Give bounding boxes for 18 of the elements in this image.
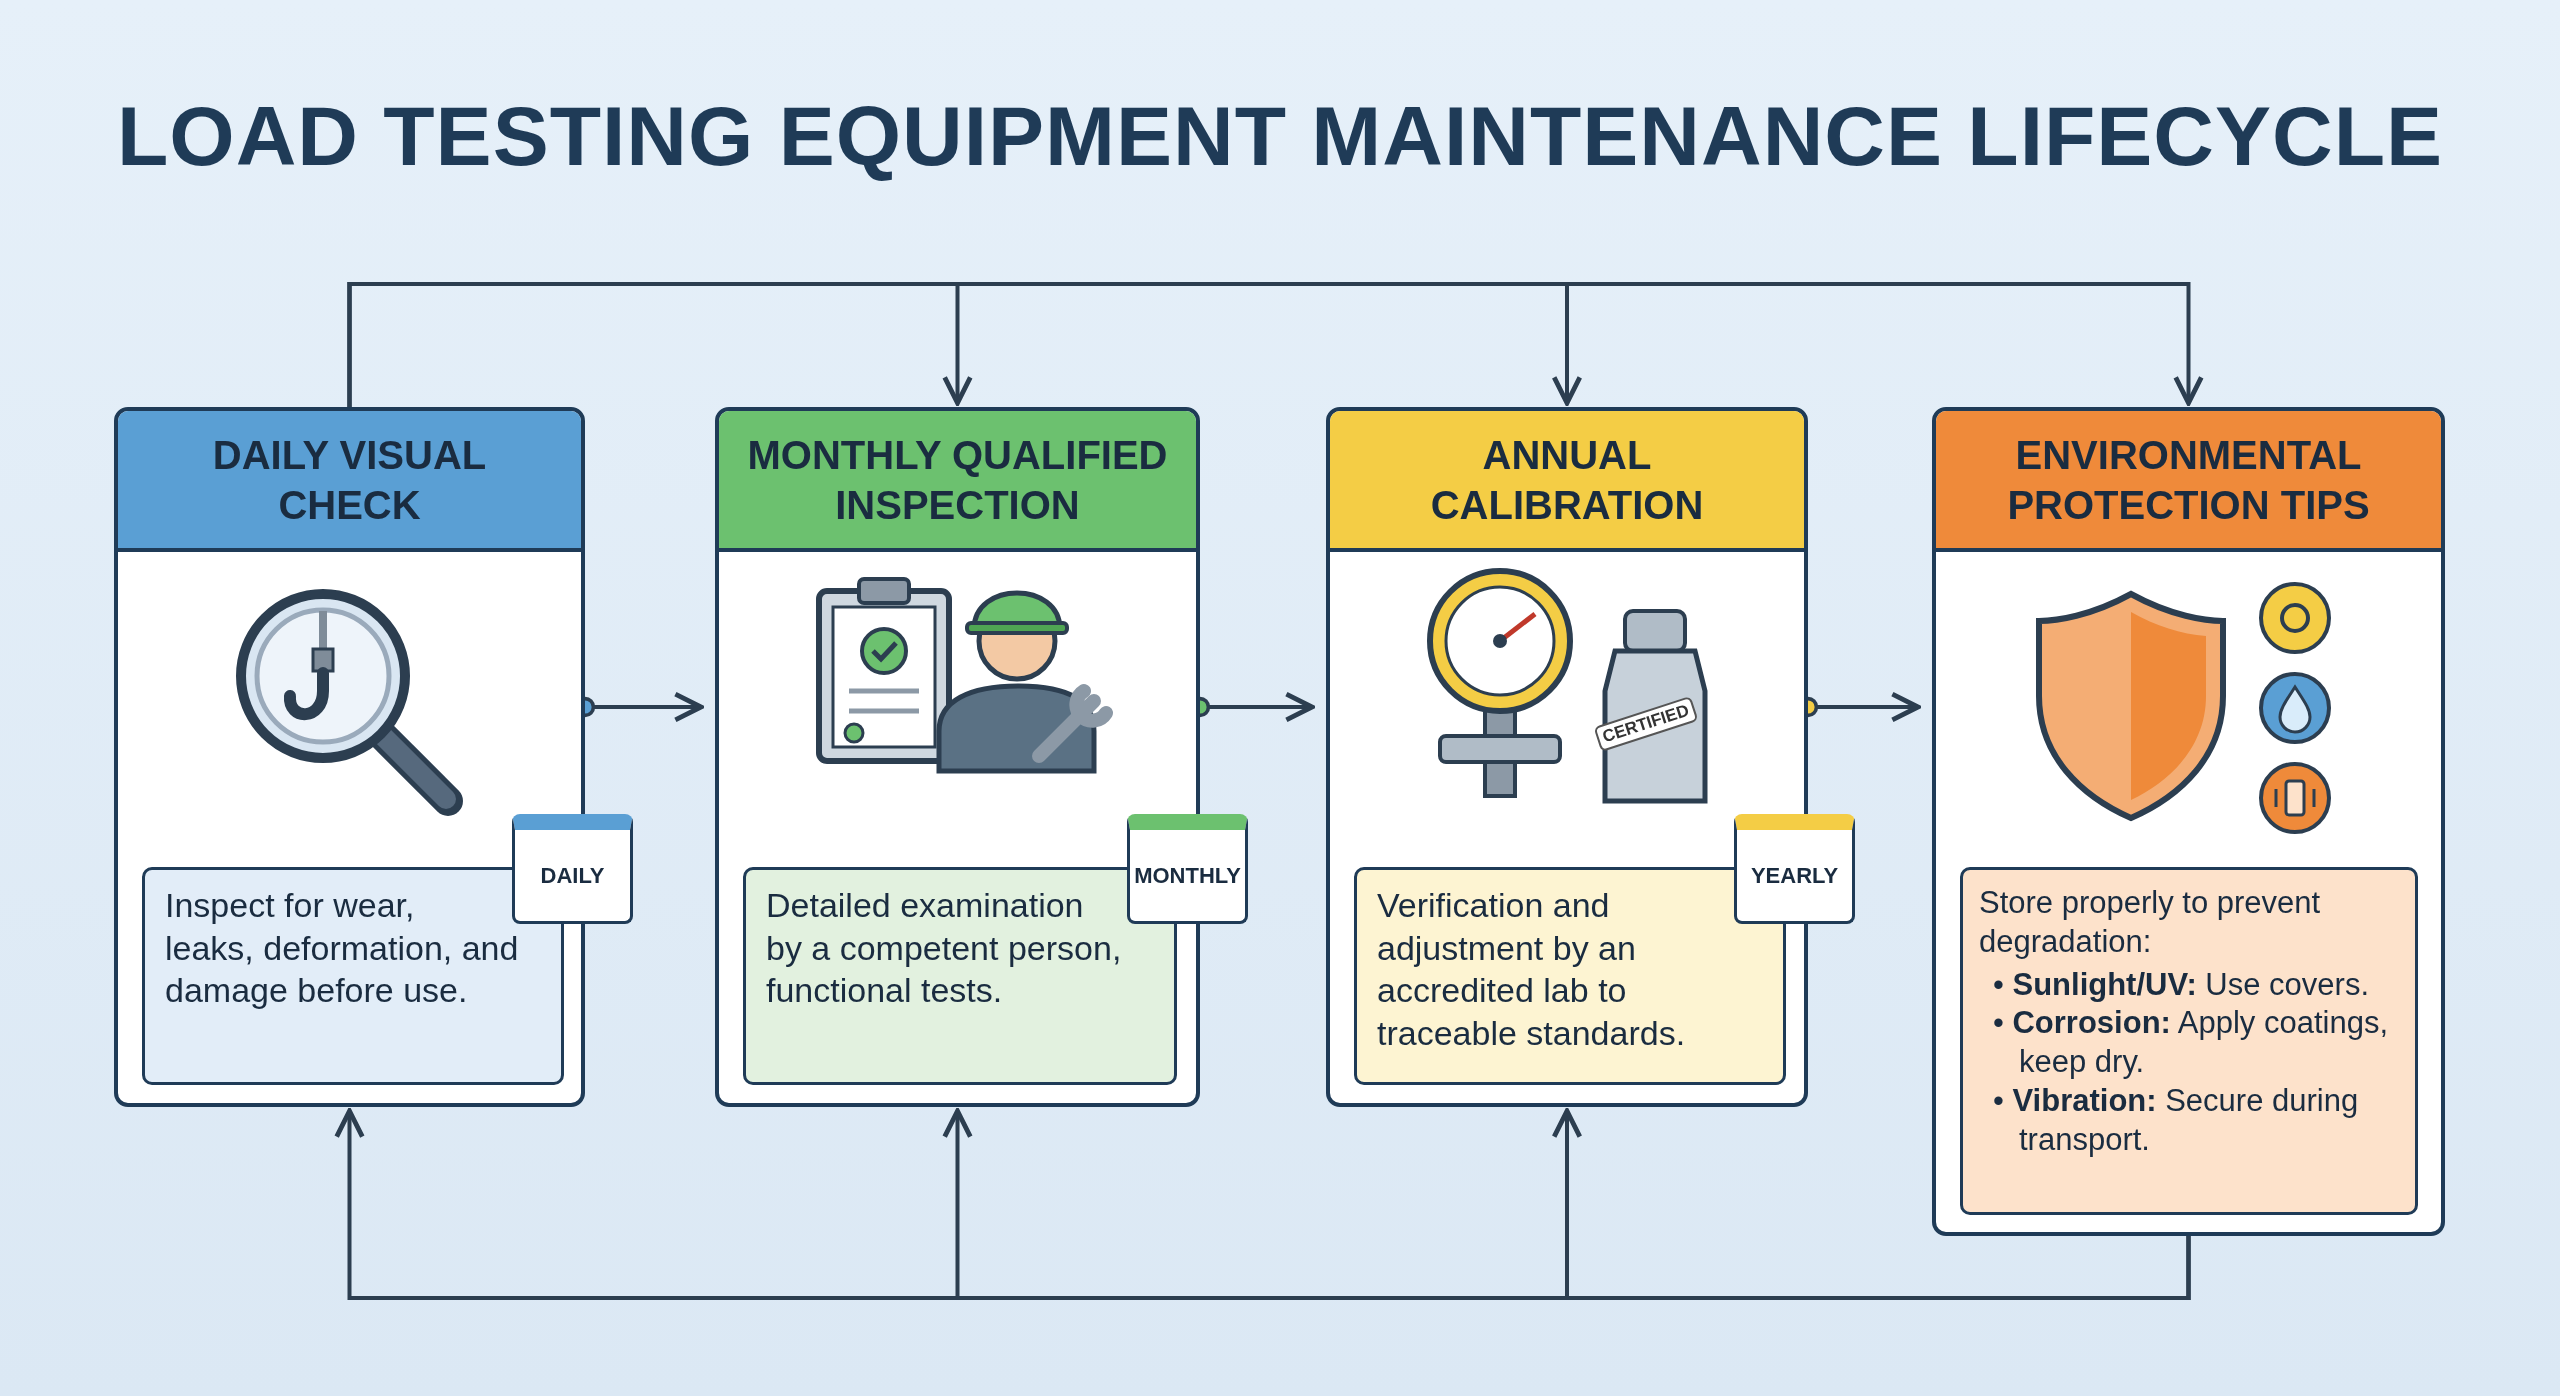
- connector-arrow: [334, 1108, 2191, 1300]
- bullet-item: • Sunlight/UV: Use covers.: [1993, 965, 2370, 1004]
- card-header: MONTHLY QUALIFIED INSPECTION: [719, 411, 1196, 552]
- calendar-badge: YEARLY: [1734, 814, 1855, 924]
- calendar-badge: DAILY: [512, 814, 633, 924]
- card-header: DAILY VISUAL CHECK: [118, 411, 581, 552]
- bullet-item: • Vibration: Secure during transport.: [1993, 1081, 2360, 1159]
- process-card: [1932, 407, 2445, 1236]
- title: LOAD TESTING EQUIPMENT MAINTENANCE LIFECYCLE: [117, 88, 2443, 185]
- description-text: Verification and adjustment by an accredited lab to traceable standards.: [1377, 885, 1687, 1054]
- bullet-item: • Corrosion: Apply coatings, keep dry.: [1993, 1004, 2390, 1081]
- description-text: Store properly to prevent degradation:: [1979, 884, 2322, 961]
- description-panel: [1960, 867, 2418, 1215]
- card-header: ANNUAL CALIBRATION: [1330, 411, 1804, 552]
- calendar-badge: MONTHLY: [1127, 814, 1248, 924]
- connector-arrow: [347, 282, 2204, 407]
- card-header: ENVIRONMENTAL PROTECTION TIPS: [1936, 411, 2441, 552]
- description-text: Detailed examination by a competent person, functional tests.: [766, 885, 1123, 1011]
